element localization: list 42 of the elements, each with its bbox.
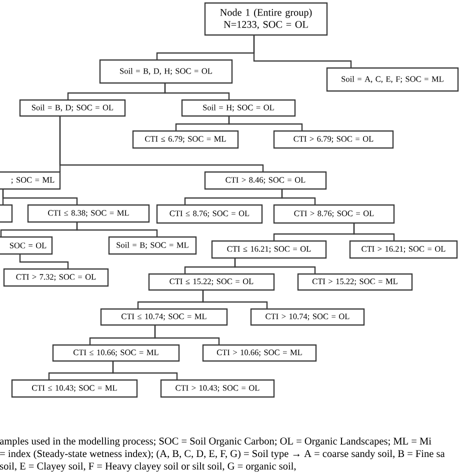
connector-line (59, 116, 264, 172)
split-box: CTI ≤ 8.38; SOC = ML (27, 204, 150, 223)
split-box (0, 204, 13, 223)
split-box: CTI ≤ 8.76; SOC = OL (156, 204, 263, 224)
split-box: Soil = B, D; SOC = OL (19, 99, 126, 117)
split-box: CTI ≤ 10.74; SOC = ML (100, 308, 228, 326)
connector-line (19, 254, 69, 269)
caption-text: amples used in the modelling process; SOC = Soil Organic Carbon; OL = Organic Landscapes; ML = Mi (0, 437, 432, 447)
split-box: CTI > 16.21; SOC = OL (349, 240, 458, 259)
connector-line (76, 222, 158, 237)
connector-line (234, 258, 316, 274)
split-box: ; SOC = ML (0, 171, 61, 190)
connector-line (281, 189, 316, 205)
connector-line (228, 116, 303, 131)
split-box: CTI > 8.76; SOC = OL (273, 204, 395, 224)
root-box: Node 1 (Entire group) N=1233, SOC = OL (204, 2, 328, 36)
split-box: CTI > 15.22; SOC = ML (297, 273, 413, 291)
split-box: CTI ≤ 10.66; SOC = ML (52, 344, 180, 362)
split-box: Soil = B, D, H; SOC = OL (99, 59, 233, 84)
split-box: CTI > 7.32; SOC = OL (3, 268, 109, 287)
split-box: Soil = H; SOC = OL (181, 99, 296, 117)
split-box: CTI ≤ 10.43; SOC = ML (11, 379, 138, 398)
connector-line (164, 83, 230, 100)
connector-line (2, 189, 78, 205)
caption-text: soil, E = Clayey soil, F = Heavy clayey soil or silt soil, G = organic soil, (0, 462, 296, 472)
caption-text: = index (Steady-state wetness index); (A, B, C, D, E, F, G) = Soil type → A = coarse sandy soil, B = Fine sa (0, 450, 445, 460)
split-box: CTI ≤ 15.22; SOC = OL (148, 273, 275, 291)
split-box: CTI > 6.79; SOC = OL (273, 130, 394, 149)
connector-line (154, 325, 220, 345)
split-box: Soil = B; SOC = ML (108, 236, 197, 255)
split-box: CTI ≤ 6.79; SOC = ML (132, 130, 239, 149)
split-box: CTI > 10.66; SOC = ML (202, 344, 317, 362)
split-box: CTI > 10.43; SOC = OL (160, 379, 275, 398)
connector-line (112, 361, 178, 380)
connector-line (253, 35, 352, 68)
split-box: CTI > 8.46; SOC = OL (204, 171, 327, 190)
connector-line (202, 290, 268, 309)
split-box: SOC = OL (0, 236, 53, 255)
connector-line (353, 223, 395, 241)
split-box: Soil = A, C, E, F; SOC = ML (326, 67, 459, 92)
split-box: CTI > 10.74; SOC = OL (250, 308, 365, 326)
split-box: CTI ≤ 16.21; SOC = OL (211, 240, 327, 259)
